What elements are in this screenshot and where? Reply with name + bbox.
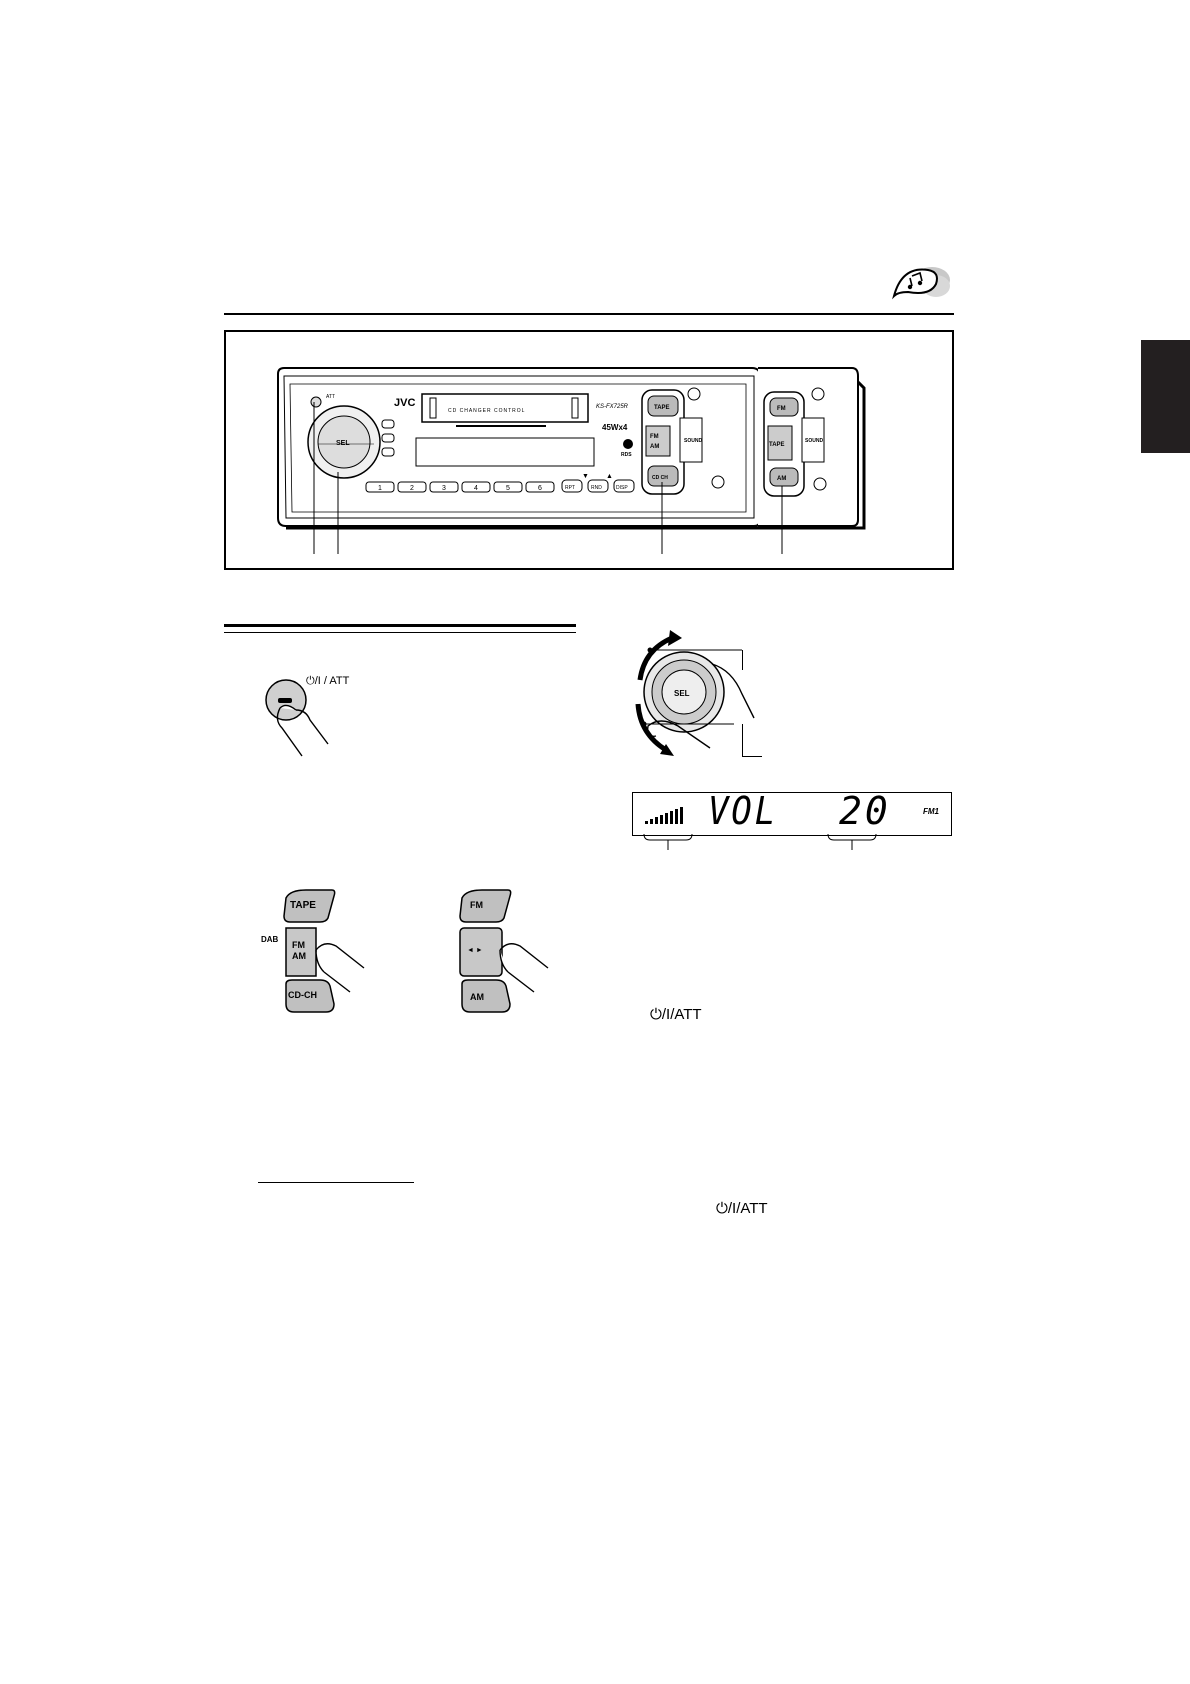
section-heading-rule-thin [224,632,576,633]
am-button-label: AM [292,951,306,961]
alt-sound-btn: SOUND [805,438,823,444]
panel-am-btn: AM [650,444,659,450]
panel-top-small-label: ATT [326,394,335,400]
callout-line-down-h [742,756,762,757]
fm-button-label: FM [292,940,305,950]
source-buttons-b [456,888,576,1016]
panel-sound-btn: SOUND [684,438,702,444]
power-button-label: ⏻/I / ATT [306,675,350,687]
lcd-band: FM1 [923,807,939,816]
footnote-rule [258,1182,414,1183]
panel-brand: JVC [394,397,415,409]
panel-rds: RDS [621,452,632,458]
seek-button-label: ◄ ► [467,947,483,954]
preset-2: 2 [410,485,414,492]
alt-am-btn: AM [777,476,786,482]
control-panel-illustration: SEL ATT JVC CD CHANGER CONTROL KS-FX725R… [277,367,866,554]
am-b-button-label: AM [470,992,484,1002]
right-knob-label: SEL [674,689,690,698]
lcd-display: VOL 20 FM1 [632,789,952,836]
att-ref-1: ⏻/I/ATT [650,1006,702,1023]
power-button-illustration [262,676,362,760]
dab-label: DAB [261,935,279,944]
disp-label: DISP [616,485,628,491]
alt-tape-btn: TAPE [769,442,785,448]
fm-b-button-label: FM [470,900,483,910]
section-heading-rule [224,624,576,627]
lcd-vol-text: VOL [708,789,778,833]
lcd-brackets [632,832,952,852]
svg-text:▼: ▼ [582,473,589,480]
rpt-label: RPT [565,485,575,491]
panel-tape-btn: TAPE [654,405,670,411]
preset-buttons: 1 2 3 4 5 6 [365,481,555,493]
preset-3: 3 [442,485,446,492]
svg-text:▲: ▲ [606,473,613,480]
panel-cdch-btn: CD CH [652,475,668,481]
music-notes-icon [888,262,954,302]
panel-power-rating: 45Wx4 [602,423,628,432]
language-tab [1141,340,1190,453]
volume-knob-illustration: SEL [620,630,760,768]
lcd-vol-value: 20 [839,789,891,833]
alt-fm-btn: FM [777,406,786,412]
panel-knob-label: SEL [336,440,350,447]
preset-1: 1 [378,485,382,492]
callout-line-up [742,650,743,670]
control-panel-figure: SEL ATT JVC CD CHANGER CONTROL KS-FX725R… [224,330,954,570]
preset-6: 6 [538,485,542,492]
preset-4: 4 [474,485,478,492]
preset-5: 5 [506,485,510,492]
source-buttons-a [280,888,400,1016]
panel-fm-btn: FM [650,434,659,440]
cdch-button-label: CD-CH [288,990,317,1000]
tape-button-label: TAPE [290,900,316,911]
callout-line-down [742,724,743,756]
panel-model: KS-FX725R [596,404,629,410]
header-rule [224,313,954,315]
panel-cassette-label: CD CHANGER CONTROL [448,408,525,414]
att-ref-2: ⏻/I/ATT [716,1200,768,1217]
rnd-label: RND [591,485,602,491]
